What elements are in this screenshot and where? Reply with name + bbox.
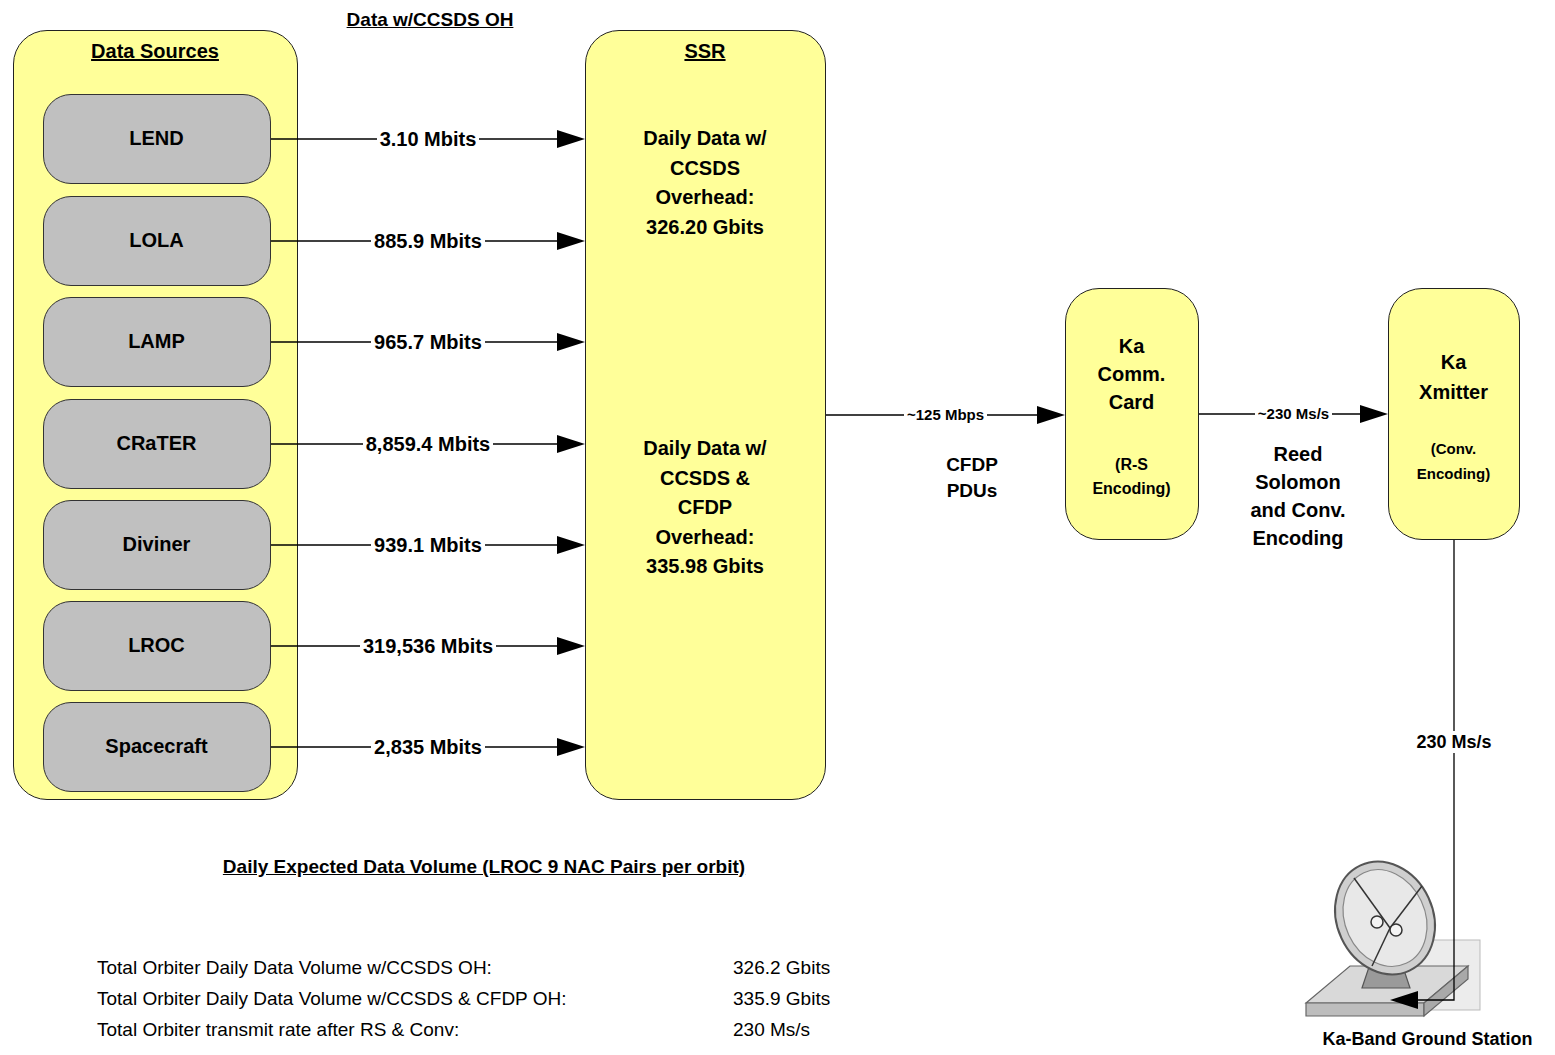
arrow-head: [557, 333, 585, 351]
node-title: Ka Xmitter: [1410, 347, 1498, 407]
node-body: (R-S Encoding): [1086, 453, 1178, 501]
table-cell: 230 Ms/s: [733, 1018, 810, 1042]
table-cell: Total Orbiter Daily Data Volume w/CCSDS …: [97, 956, 492, 980]
table-cell: Total Orbiter Daily Data Volume w/CCSDS …: [97, 987, 567, 1011]
edge-label: 2,835 Mbits: [371, 735, 485, 759]
node-title: Diviner: [51, 532, 263, 557]
data-flow-connector: [826, 406, 1065, 424]
spacecraft-box: Spacecraft: [43, 702, 271, 792]
instrument-box: LAMP: [43, 297, 271, 387]
section-heading: Data w/CCSDS OH: [347, 8, 514, 32]
instrument-box: CRaTER: [43, 399, 271, 489]
node-title: Ka Comm. Card: [1092, 332, 1172, 416]
arrow-head: [557, 232, 585, 250]
transmitter-box: Ka Xmitter (Conv. Encoding): [1388, 288, 1520, 540]
node-body: Daily Data w/ CCSDS Overhead: 326.20 Gbi…: [633, 124, 778, 242]
data-flow-connector: [1390, 540, 1454, 1009]
station-base-side: [1424, 966, 1468, 1016]
feed-strut: [1372, 928, 1390, 966]
table-cell: 326.2 Gbits: [733, 956, 830, 980]
node-title: CRaTER: [51, 431, 263, 456]
edge-label: 965.7 Mbits: [371, 330, 485, 354]
node-body: (Conv. Encoding): [1408, 436, 1500, 486]
edge-label: 230 Ms/s: [1413, 731, 1494, 753]
instrument-box: LOLA: [43, 196, 271, 286]
dish-inner: [1328, 856, 1443, 980]
arrow-head: [557, 130, 585, 148]
instrument-box: LEND: [43, 94, 271, 184]
edge-label: ~125 Mbps: [904, 406, 987, 424]
instrument-box: LROC: [43, 601, 271, 691]
ground-station: Ka-Band Ground Station: [1305, 888, 1550, 1055]
node-title: SSR: [593, 39, 818, 64]
table-cell: Total Orbiter transmit rate after RS & C…: [97, 1018, 459, 1042]
edge-label: 3.10 Mbits: [377, 127, 480, 151]
edge-label: ~230 Ms/s: [1255, 405, 1332, 423]
table-heading: Daily Expected Data Volume (LROC 9 NAC P…: [223, 855, 745, 879]
feed-horn: [1371, 916, 1383, 928]
node-title: Ka-Band Ground Station: [1313, 1028, 1542, 1051]
node-title: LOLA: [51, 228, 263, 253]
arrow-head: [1037, 406, 1065, 424]
node-title: Data Sources: [21, 39, 290, 64]
edge-label: 885.9 Mbits: [371, 229, 485, 253]
link-note: Reed Solomon and Conv. Encoding: [1243, 440, 1353, 552]
data-sources-panel: LEND LOLA LAMP CRaTER DivinerLROC Spacecraft D…: [13, 30, 298, 800]
arrow-head: [1390, 991, 1418, 1009]
table-cell: 335.9 Gbits: [733, 987, 830, 1011]
feed-strut: [1354, 878, 1390, 928]
node-title: LROC: [51, 633, 263, 658]
node-title: LAMP: [51, 329, 263, 354]
arrow-head: [557, 738, 585, 756]
data-flow-connector: [1199, 405, 1388, 423]
arrow-head: [1360, 405, 1388, 423]
arrow-head: [557, 435, 585, 453]
arrow-head: [557, 637, 585, 655]
node-body: Daily Data w/ CCSDS & CFDP Overhead: 335…: [633, 434, 778, 582]
edge-label: 8,859.4 Mbits: [363, 432, 494, 456]
comm-card-box: Ka Comm. Card (R-S Encoding): [1065, 288, 1199, 540]
instrument-box: Diviner: [43, 500, 271, 590]
feed-strut: [1390, 886, 1422, 928]
connector-line: [1410, 540, 1454, 1000]
feed-horn: [1390, 924, 1402, 936]
link-note: CFDP PDUs: [932, 452, 1012, 504]
node-title: Spacecraft: [51, 734, 263, 759]
ssr-panel: SSR Daily Data w/ CCSDS Overhead: 326.20 …: [585, 30, 826, 800]
edge-label: 319,536 Mbits: [360, 634, 496, 658]
node-title: LEND: [51, 126, 263, 151]
arrow-head: [557, 536, 585, 554]
edge-label: 939.1 Mbits: [371, 533, 485, 557]
dish-reflector: [1317, 845, 1453, 991]
